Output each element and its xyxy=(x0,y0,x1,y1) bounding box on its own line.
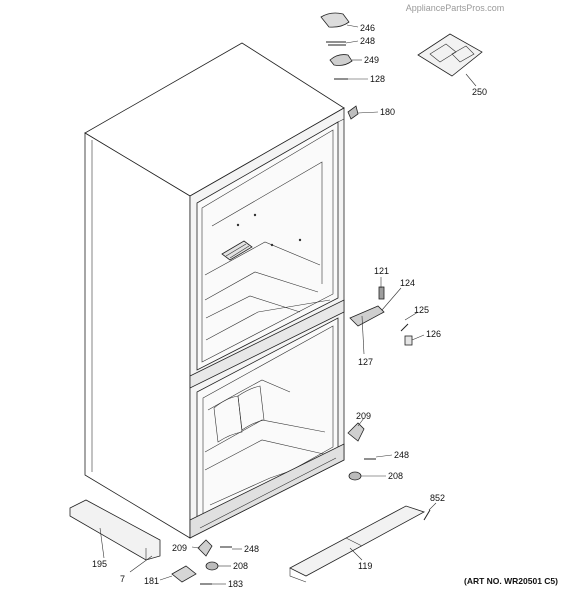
hardware-kit-bag-part xyxy=(417,33,483,77)
callout-208-left: 208 xyxy=(233,561,248,571)
top-hinge-part xyxy=(329,54,353,66)
cabinet-assembly xyxy=(84,42,345,539)
center-hinge-cap-part xyxy=(404,335,413,346)
callout-128: 128 xyxy=(370,74,385,84)
callout-209-right: 209 xyxy=(356,411,371,421)
side-trim-part xyxy=(69,499,161,561)
leveling-leg-part-left xyxy=(205,561,219,571)
watermark-text: AppliancePartsPros.com xyxy=(406,3,505,13)
callout-248-left: 248 xyxy=(244,544,259,554)
callout-121: 121 xyxy=(374,266,389,276)
callout-180: 180 xyxy=(380,107,395,117)
toe-grille-part xyxy=(289,505,426,583)
callout-124: 124 xyxy=(400,278,415,288)
top-hinge-cover-part xyxy=(320,12,350,28)
art-number-text: (ART NO. WR20501 C5) xyxy=(464,576,558,586)
callout-125: 125 xyxy=(414,305,429,315)
callout-248-right: 248 xyxy=(394,450,409,460)
hinge-pin-part xyxy=(378,286,385,300)
callout-250: 250 xyxy=(472,87,487,97)
callout-119: 119 xyxy=(358,561,372,571)
callout-195: 195 xyxy=(92,559,107,569)
callout-248-top: 248 xyxy=(360,36,375,46)
leveling-leg-part-right xyxy=(348,471,362,481)
callout-labels: 246 248 249 128 250 180 121 124 125 126 … xyxy=(92,23,487,589)
hinge-screws-part xyxy=(326,41,346,46)
callout-249: 249 xyxy=(364,55,379,65)
callout-127: 127 xyxy=(358,357,373,367)
callout-246: 246 xyxy=(360,23,375,33)
callout-209-left: 209 xyxy=(172,543,187,553)
center-hinge-screw-part xyxy=(400,323,409,332)
callout-852: 852 xyxy=(430,493,445,503)
screw-852-part xyxy=(423,509,431,521)
bottom-hinge-bracket-part xyxy=(347,422,365,442)
roller-assembly-part xyxy=(171,565,197,583)
callout-183: 183 xyxy=(228,579,243,589)
callout-208-right: 208 xyxy=(388,471,403,481)
leader-lines xyxy=(99,24,477,585)
callout-126: 126 xyxy=(426,329,441,339)
callout-7: 7 xyxy=(120,574,125,584)
center-hinge-part xyxy=(349,305,385,327)
callout-181: 181 xyxy=(144,576,159,586)
hinge-shim-part xyxy=(347,105,359,120)
bottom-hinge-left-part xyxy=(197,539,213,557)
